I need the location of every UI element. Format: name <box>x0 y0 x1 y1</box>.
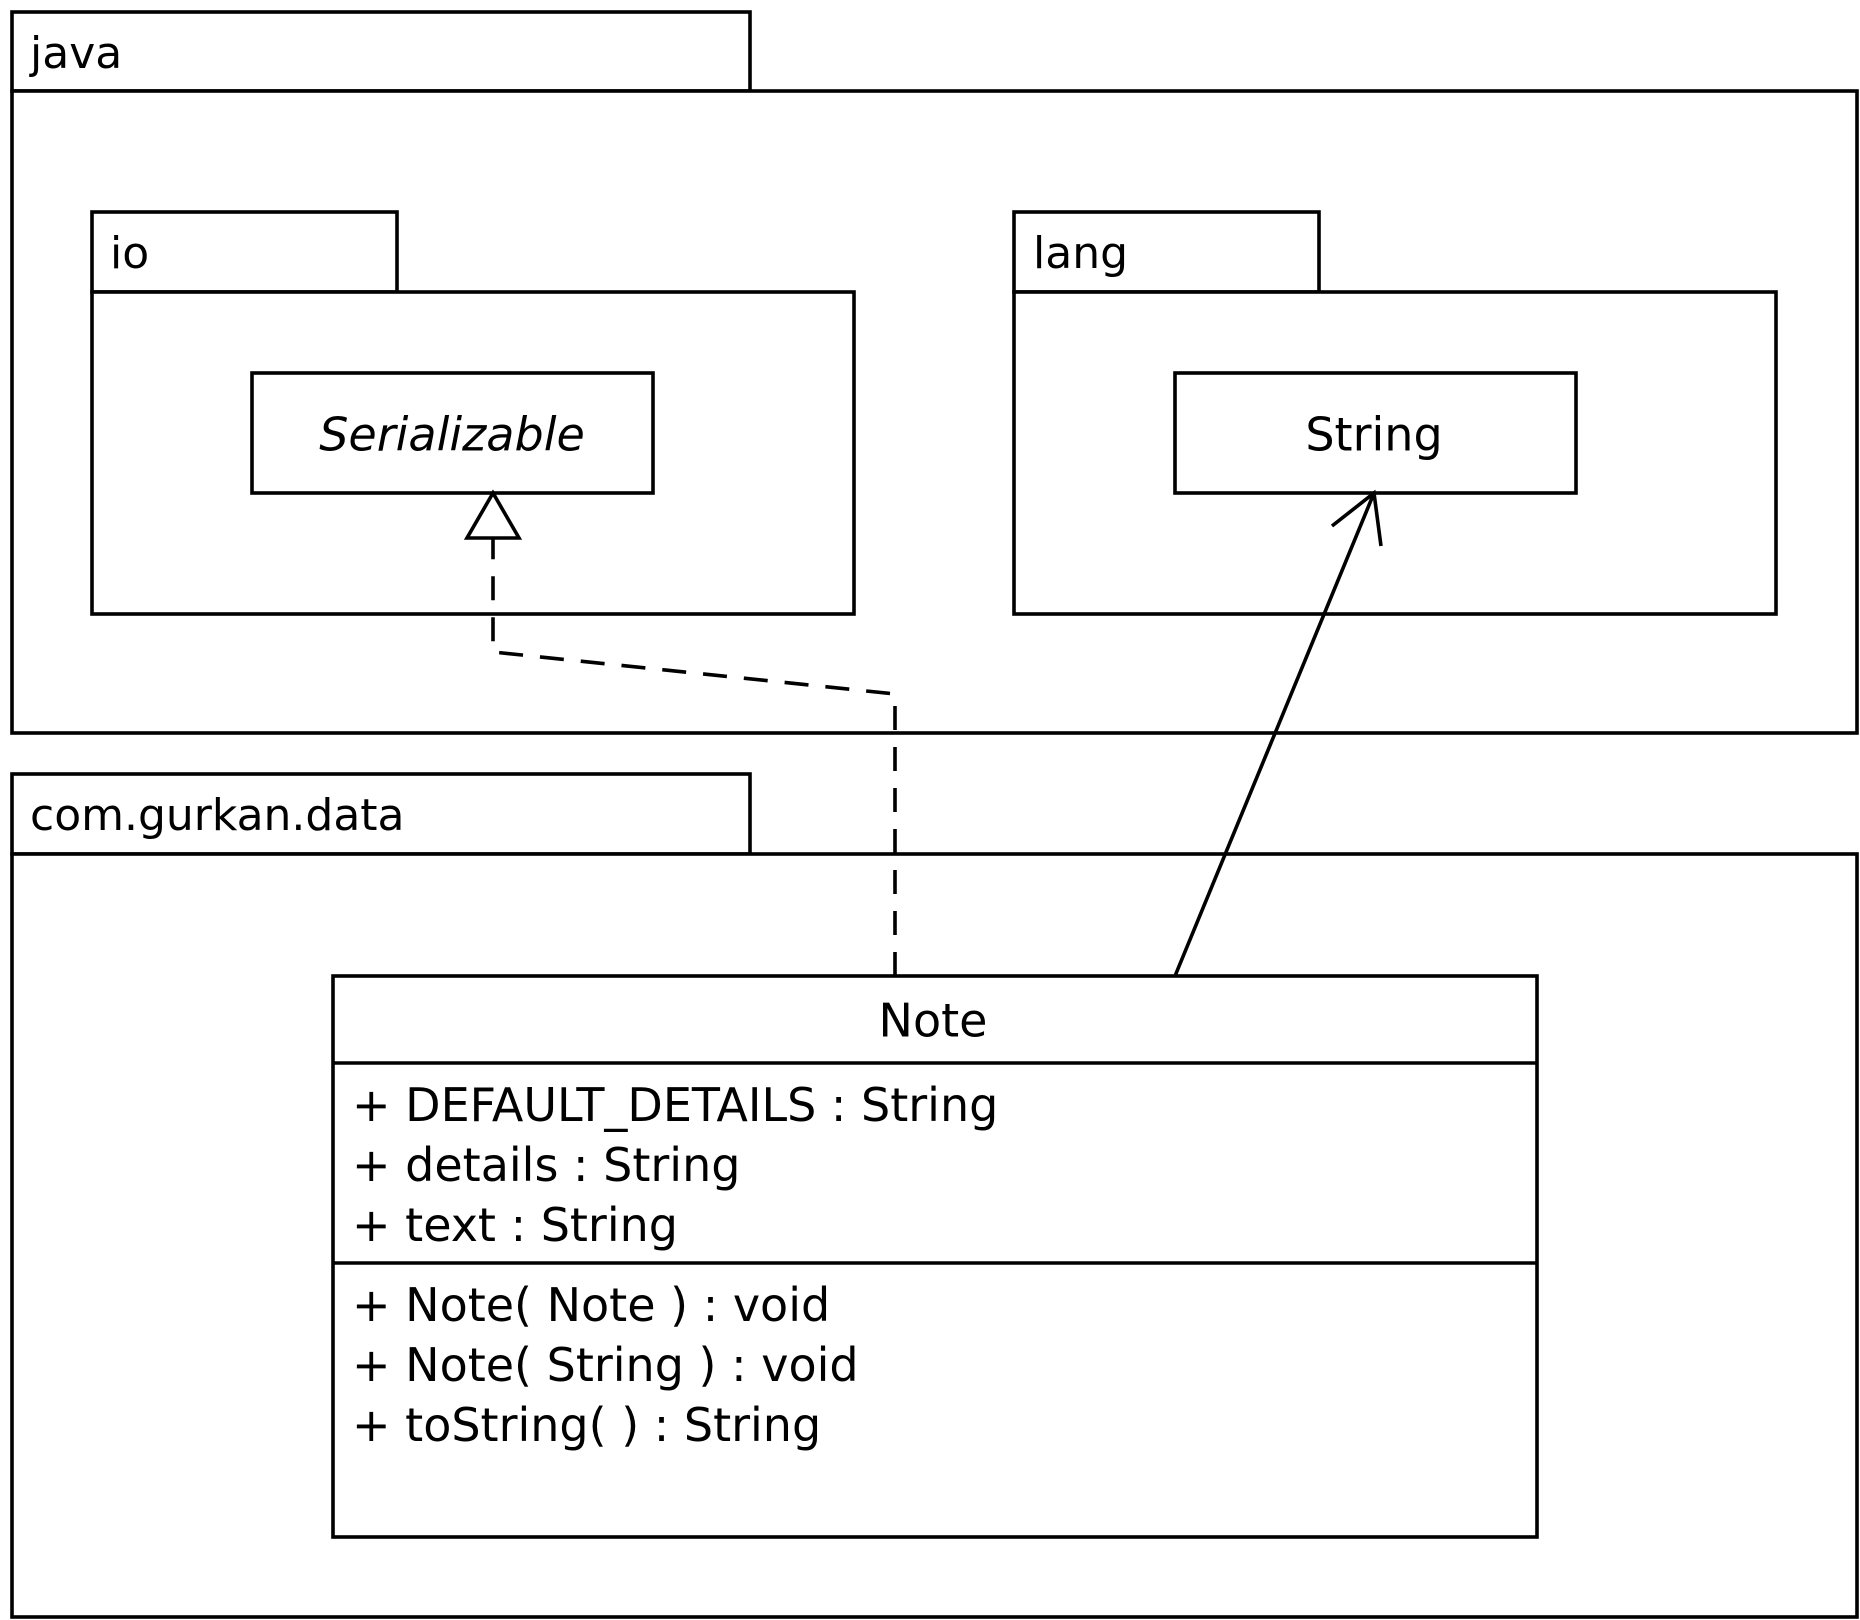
association-line <box>1173 492 1376 977</box>
package-java-label: java <box>29 28 122 79</box>
package-io-label: io <box>110 228 149 279</box>
class-note-operation: + Note( Note ) : void <box>352 1278 830 1332</box>
class-note-attribute: + text : String <box>352 1198 678 1252</box>
class-note[interactable]: Note + DEFAULT_DETAILS : String + detail… <box>331 974 1539 1539</box>
class-serializable-name: Serializable <box>319 408 585 462</box>
association-arrowhead <box>1330 489 1383 547</box>
realization-arrowhead <box>463 489 523 540</box>
package-com-gurkan-data-label: com.gurkan.data <box>30 790 405 841</box>
class-note-attribute: + details : String <box>352 1138 740 1192</box>
class-note-attribute: + DEFAULT_DETAILS : String <box>352 1078 998 1132</box>
class-note-operation: + toString( ) : String <box>352 1398 821 1452</box>
package-lang-label: lang <box>1033 228 1128 279</box>
class-note-box <box>331 974 1539 1539</box>
association-note-to-string[interactable] <box>1173 489 1383 977</box>
package-lang-tab <box>1012 210 1321 294</box>
class-note-name: Note <box>879 994 988 1048</box>
package-java-tab <box>10 10 752 93</box>
realization-line <box>491 538 897 976</box>
class-string-name: String <box>1305 408 1442 462</box>
package-com-gurkan-data-tab <box>10 772 752 856</box>
package-io-tab <box>90 210 399 294</box>
class-note-operation: + Note( String ) : void <box>352 1338 859 1392</box>
class-serializable[interactable]: Serializable <box>250 371 655 495</box>
realization-note-to-serializable[interactable] <box>463 489 897 976</box>
class-string[interactable]: String <box>1173 371 1578 495</box>
class-serializable-box <box>250 371 655 495</box>
class-string-box <box>1173 371 1578 495</box>
